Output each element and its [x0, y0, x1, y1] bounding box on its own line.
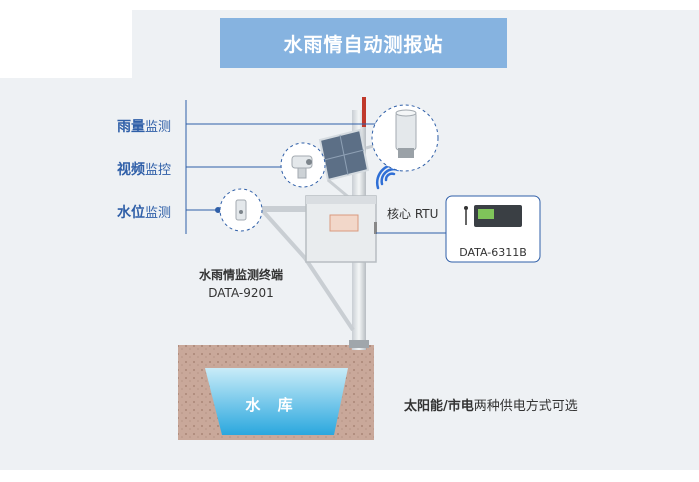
power-text-strong: 太阳能/市电	[404, 399, 474, 414]
power-supply-text: 太阳能/市电两种供电方式可选	[404, 395, 578, 414]
reservoir-water	[205, 368, 348, 435]
terminal-model: DATA-9201	[208, 286, 274, 300]
rtu-model: DATA-6311B	[459, 246, 527, 259]
video-label-strong: 视频	[117, 162, 145, 178]
page-title: 水雨情自动测报站	[220, 18, 507, 68]
rain-gauge-icon	[395, 109, 417, 158]
water-label-strong: 水位	[117, 205, 145, 221]
rain-label-strong: 雨量	[117, 119, 145, 135]
rain-monitoring-label: 雨量监测	[117, 116, 171, 136]
reservoir-label: 水 库	[245, 396, 299, 414]
antenna-rod	[362, 97, 366, 127]
water-level-sensor-icon	[235, 199, 247, 221]
camera-icon	[291, 155, 313, 179]
water-label-plain: 监测	[145, 206, 172, 221]
water-level-label: 水位监测	[117, 202, 171, 222]
reservoir-soil	[178, 345, 374, 440]
video-monitoring-label: 视频监控	[117, 159, 171, 179]
rtu-callout	[445, 195, 541, 263]
power-text-plain: 两种供电方式可选	[473, 399, 578, 414]
rtu-label: 核心 RTU	[387, 207, 439, 221]
video-label-plain: 监控	[145, 163, 172, 178]
terminal-name: 水雨情监测终端	[198, 268, 283, 282]
terminal-cabinet	[305, 195, 377, 263]
rain-label-plain: 监测	[145, 120, 172, 135]
